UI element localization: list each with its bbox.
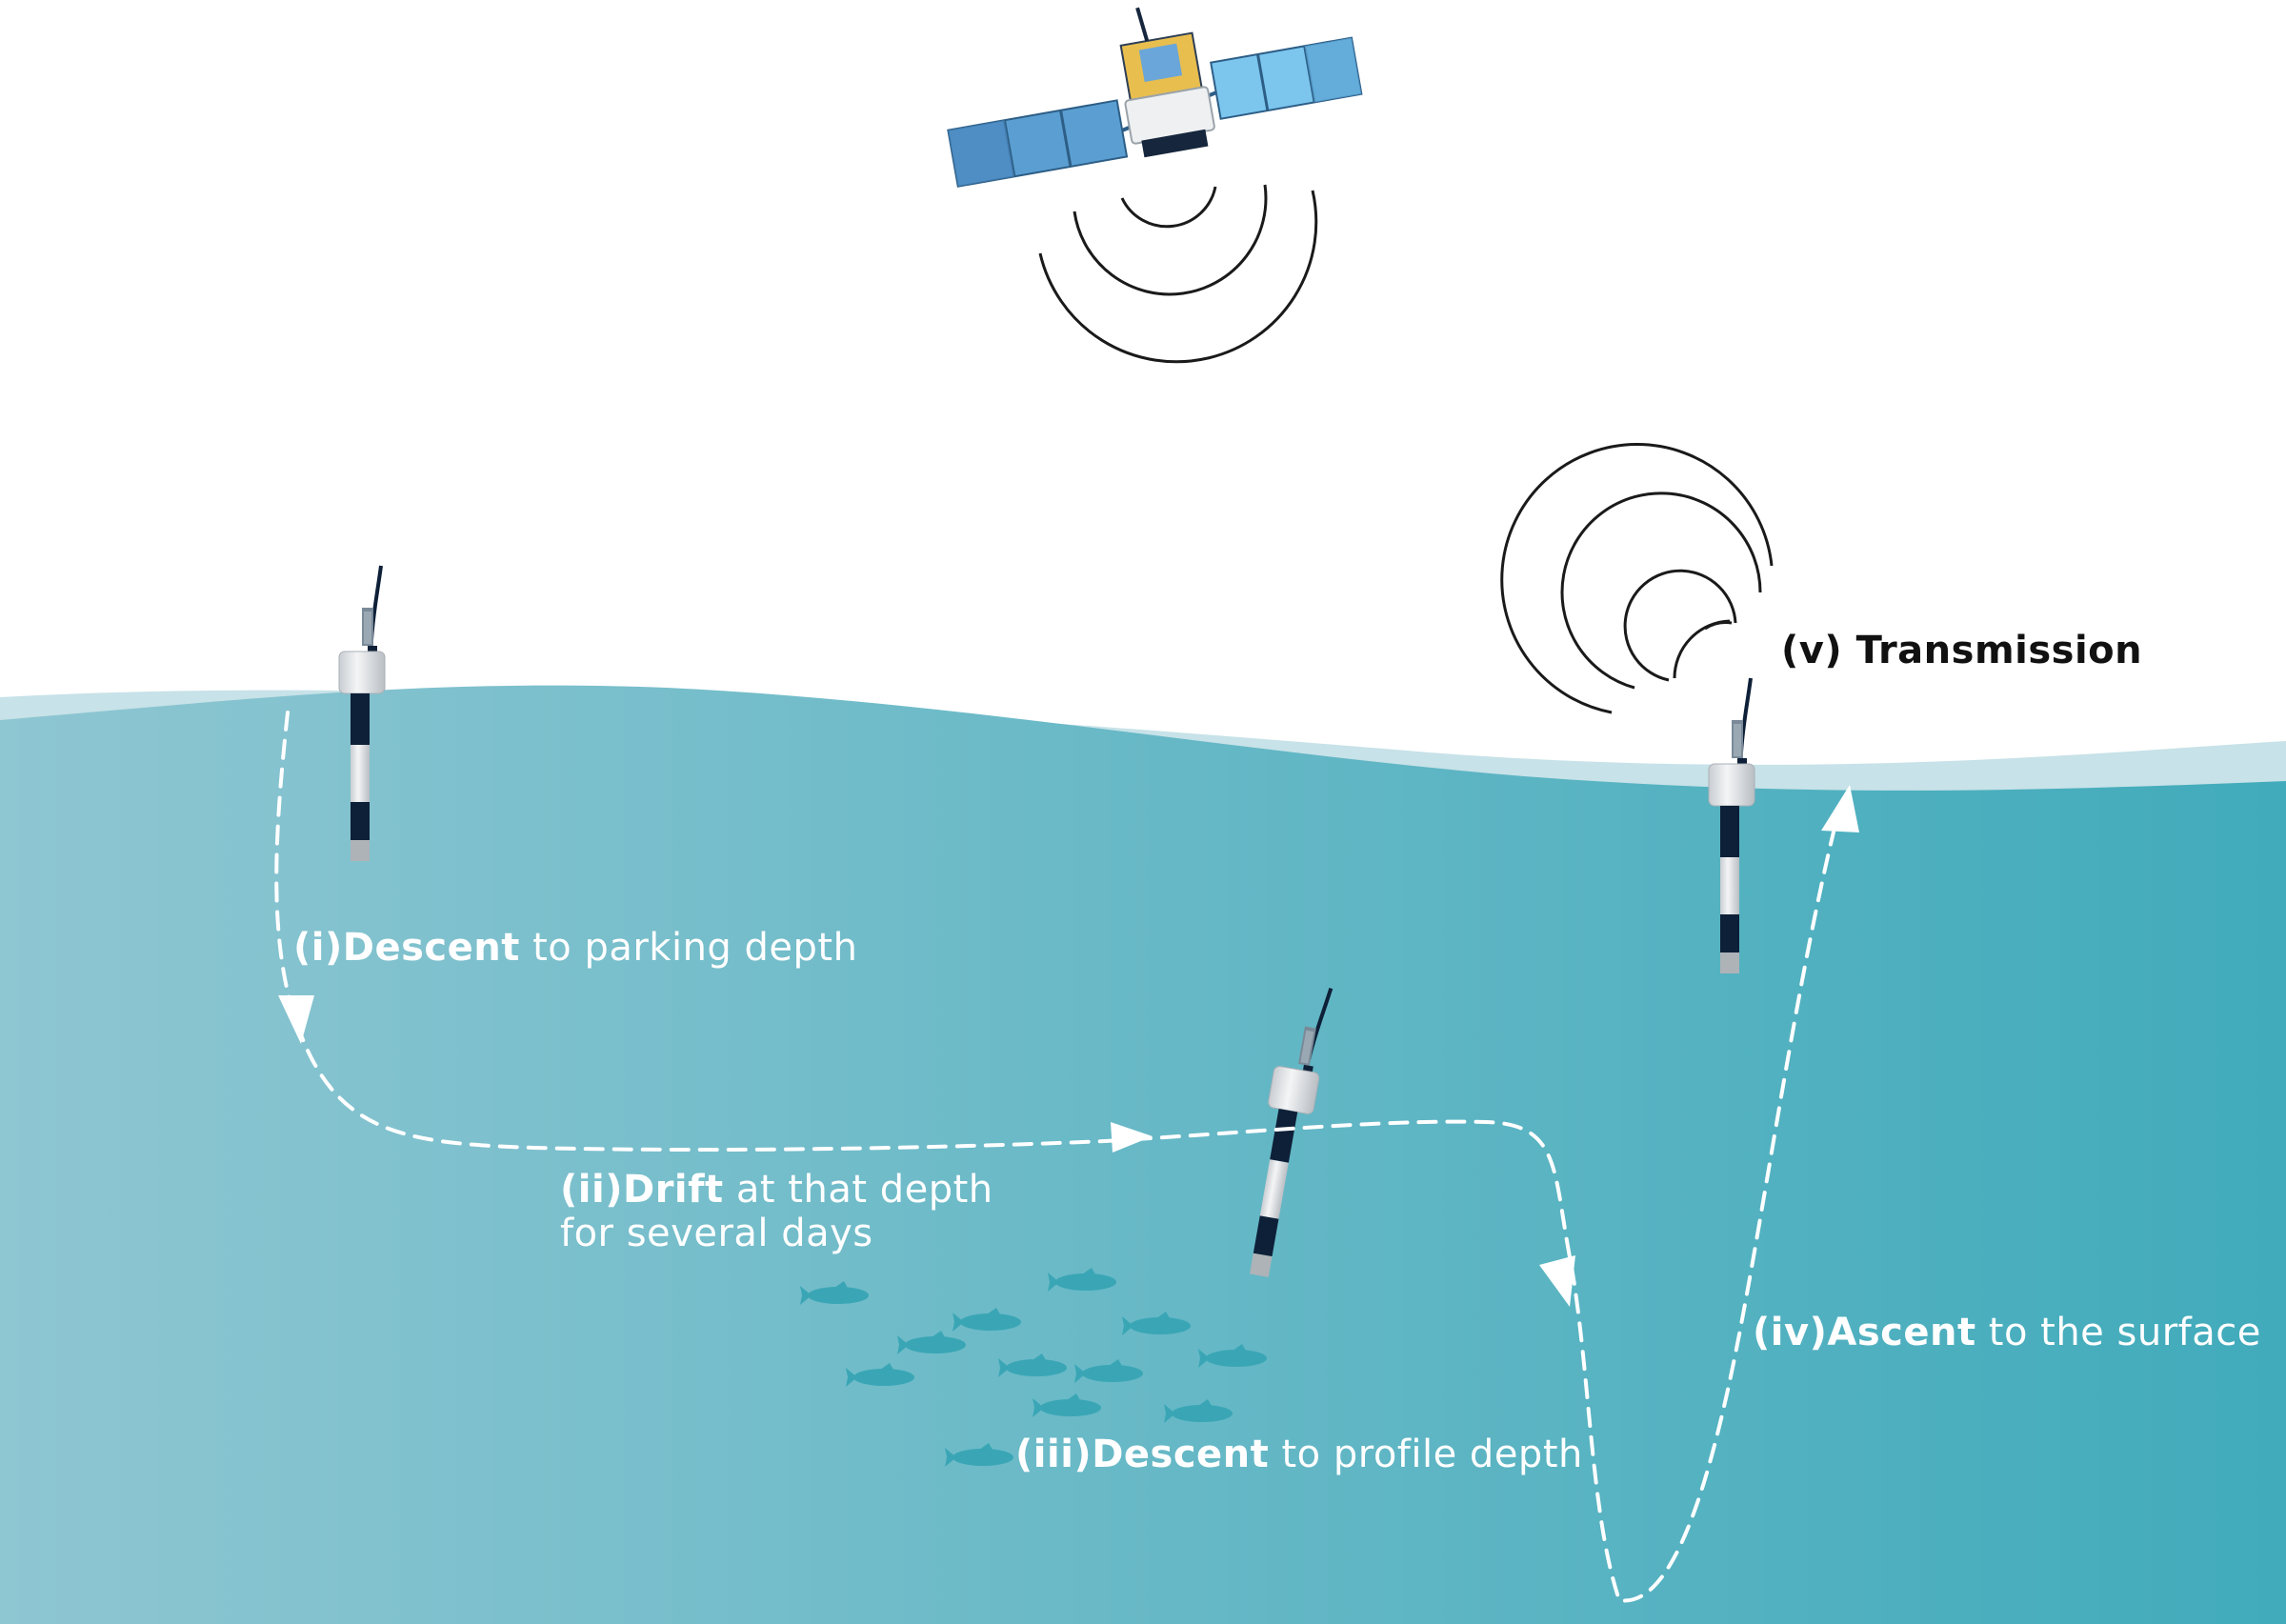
satellite-signal-icon [1038,184,1318,364]
float-trajectory-path [274,711,1842,1603]
label-drift-code: (ii) [560,1168,623,1212]
arrow-ascent [1821,785,1859,832]
label-ascent: (iv)Ascent to the surface [1753,1311,2261,1354]
transmission-signal-icon [1500,443,1774,714]
label-descent-parking-rest: to parking depth [519,926,858,970]
arrow-descent-parking [278,995,314,1044]
label-descent-parking-code: (i) [293,926,343,970]
label-ascent-rest: to the surface [1975,1311,2261,1354]
arrow-descent-profile [1539,1255,1575,1307]
label-descent-profile-rest: to profile depth [1269,1433,1583,1476]
sea-body [0,685,2286,1624]
label-descent-profile: (iii)Descent to profile depth [1015,1433,1583,1476]
label-ascent-bold: Ascent [1827,1311,1976,1354]
label-descent-profile-code: (iii) [1015,1433,1093,1476]
label-drift-rest: at that depth [723,1168,993,1212]
arrow-drift [1111,1122,1153,1153]
label-transmission: (v) Transmission [1781,629,2143,672]
label-drift: (ii)Drift at that depth for several days [560,1168,993,1255]
label-drift-line2: for several days [560,1212,873,1255]
label-ascent-code: (iv) [1753,1311,1828,1354]
label-descent-profile-bold: Descent [1092,1433,1270,1476]
label-descent-parking: (i)Descent to parking depth [293,926,857,970]
label-descent-parking-bold: Descent [342,926,520,970]
satellite-icon [947,7,1363,188]
label-drift-bold: Drift [622,1168,724,1212]
